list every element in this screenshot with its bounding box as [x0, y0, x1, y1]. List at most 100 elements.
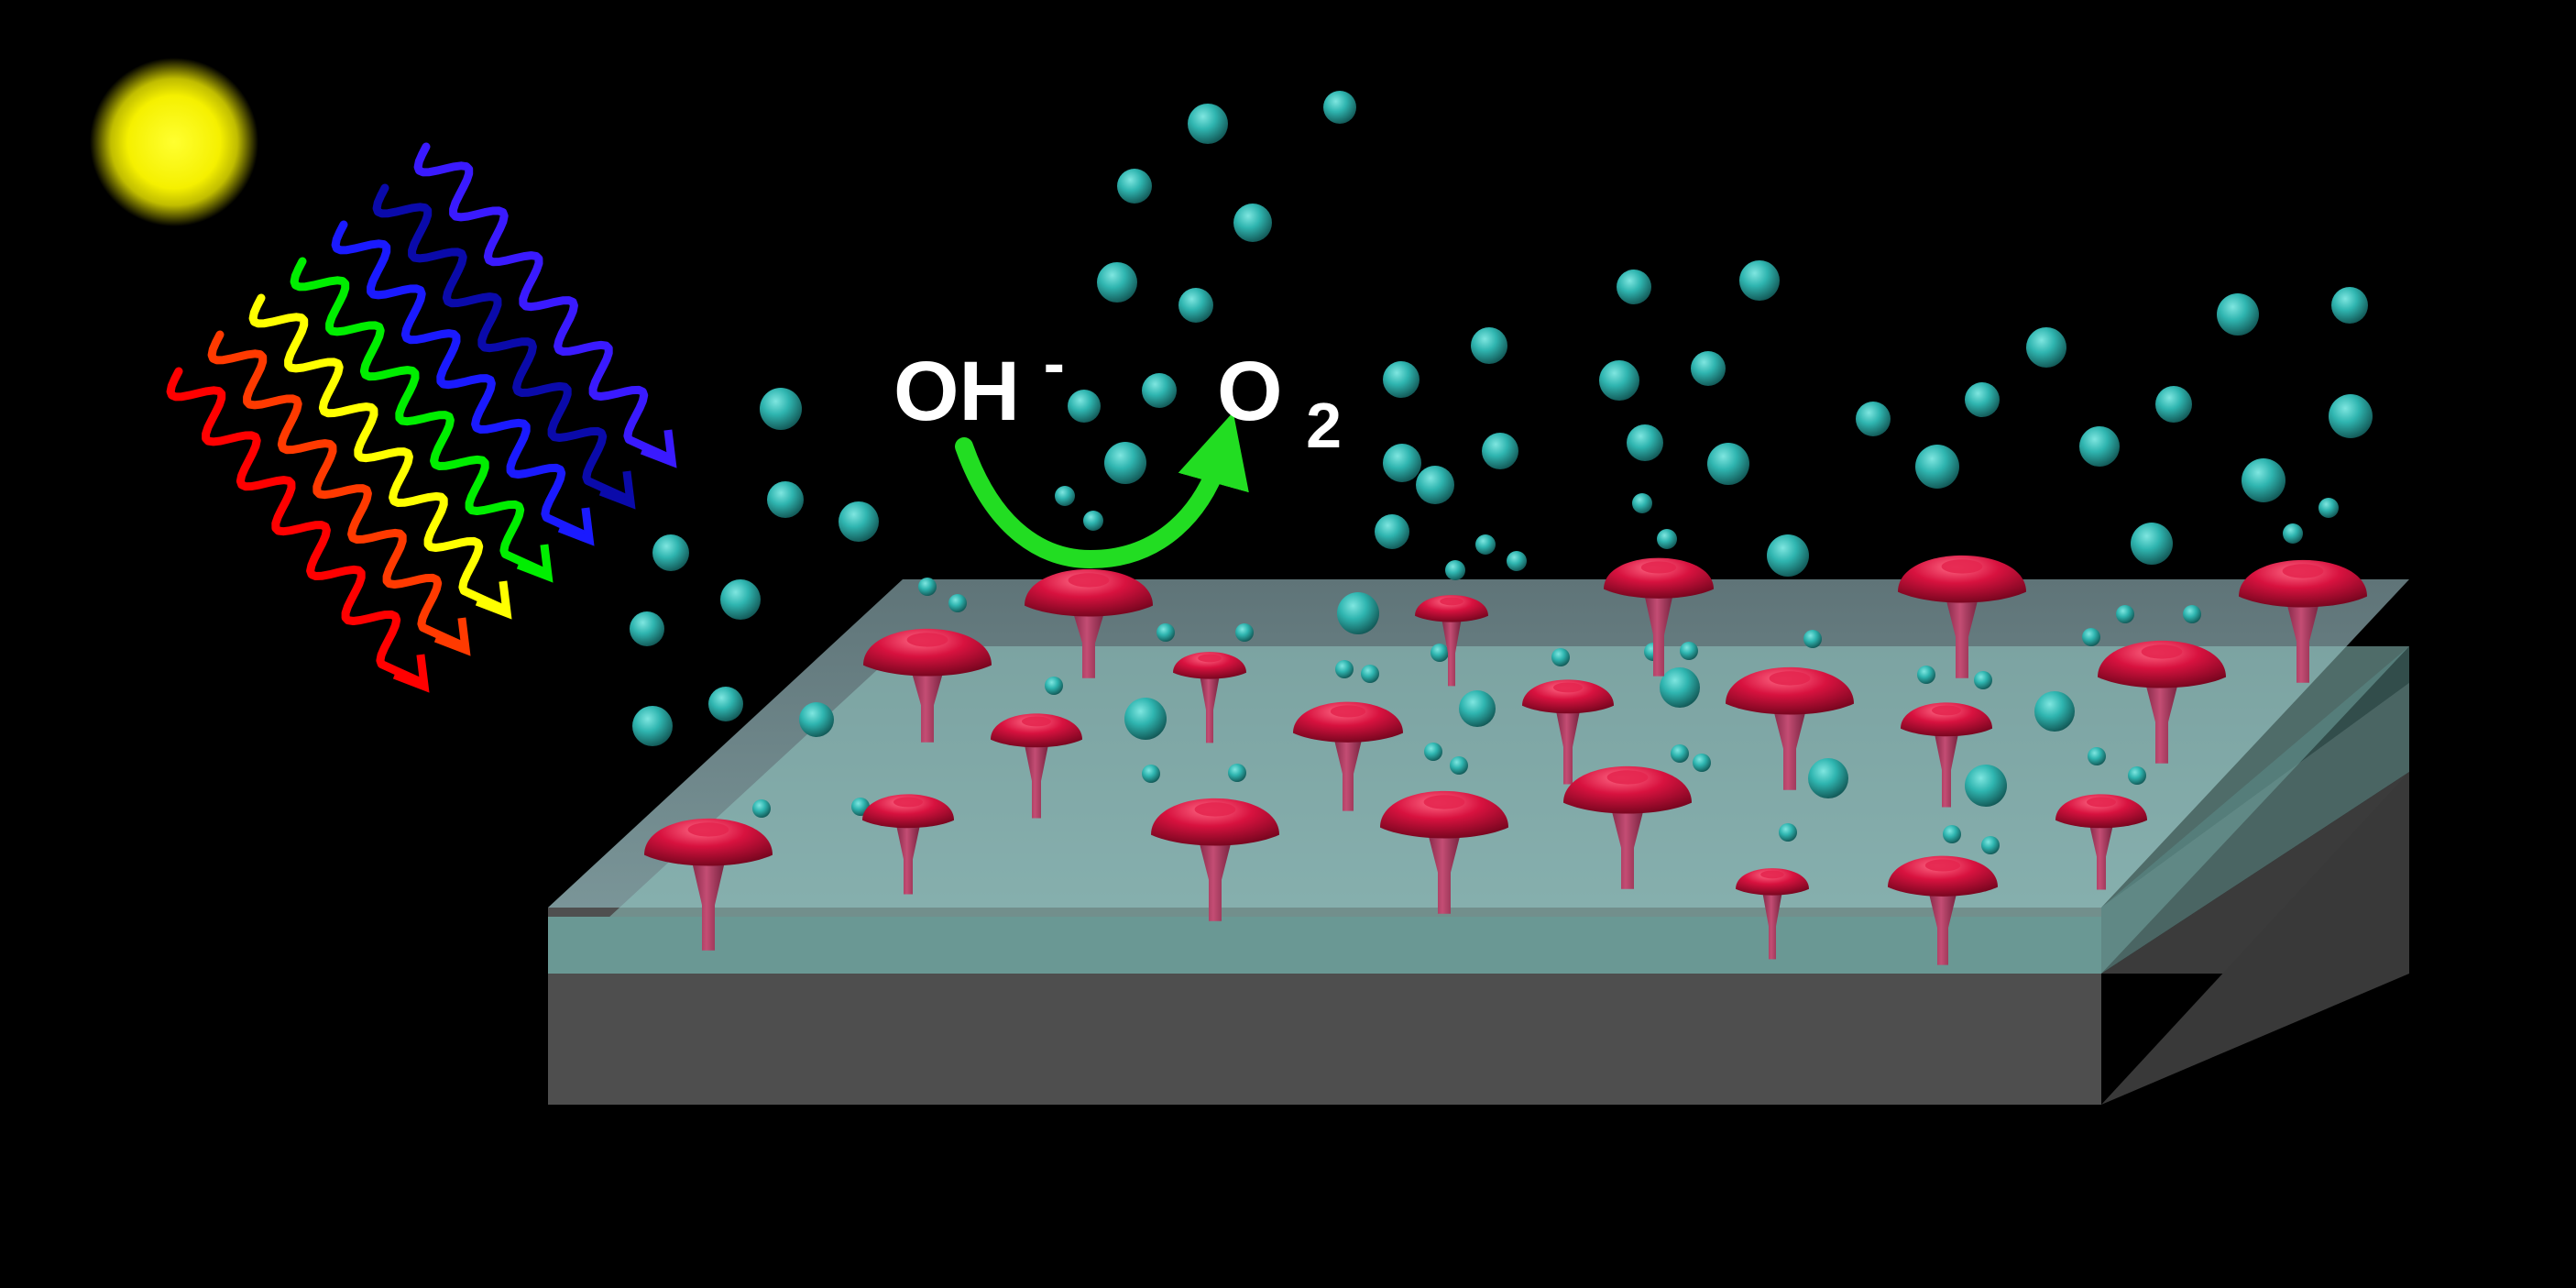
- catalyst-particle: [1898, 555, 2026, 678]
- catalyst-particle: [1293, 701, 1403, 811]
- catalyst-particle: [644, 818, 773, 951]
- oxygen-bubble: [2034, 691, 2075, 732]
- catalyst-particle: [1726, 666, 1854, 790]
- oxygen-bubble: [2155, 386, 2192, 423]
- small-bubble: [948, 594, 967, 612]
- oxygen-bubble: [1083, 511, 1103, 531]
- light-wave-arrowhead: [598, 470, 636, 510]
- oxygen-bubble: [1617, 270, 1651, 304]
- oxygen-bubble: [1337, 592, 1379, 634]
- oxygen-bubble: [1856, 402, 1891, 436]
- catalyst-particle: [1415, 595, 1488, 687]
- oxygen-bubble: [1965, 382, 2000, 417]
- oxygen-bubble: [652, 534, 689, 571]
- oxygen-bubble: [1097, 262, 1137, 303]
- small-bubble: [1335, 660, 1354, 678]
- oxygen-bubble: [1117, 169, 1152, 204]
- catalyst-particle: [1736, 868, 1809, 960]
- light-wave-icon: [372, 183, 631, 503]
- oxygen-bubble: [1188, 104, 1228, 144]
- oxygen-bubble: [2217, 293, 2259, 336]
- film-side: [2101, 646, 2409, 974]
- oxygen-bubble: [2329, 394, 2373, 438]
- product-base: O: [1217, 345, 1283, 438]
- small-bubble: [918, 578, 937, 596]
- small-bubble: [2128, 766, 2146, 785]
- small-bubble: [1045, 677, 1063, 695]
- catalyst-particle: [1563, 765, 1692, 889]
- small-bubble: [1228, 764, 1246, 782]
- light-wave-icon: [331, 220, 590, 540]
- small-bubble: [1693, 754, 1711, 772]
- small-bubble: [1424, 743, 1442, 761]
- light-waves: [166, 142, 677, 693]
- oxygen-bubble: [1416, 466, 1454, 504]
- oxygen-bubble: [767, 481, 804, 518]
- catalyst-particle: [1151, 798, 1279, 921]
- light-wave-arrowhead: [433, 617, 471, 656]
- light-wave-icon: [166, 367, 425, 687]
- oxygen-bubble: [839, 501, 879, 542]
- small-bubble: [1680, 642, 1698, 660]
- light-wave-icon: [413, 142, 673, 462]
- oxygen-bubble: [1965, 765, 2007, 807]
- small-bubble: [1779, 823, 1797, 842]
- small-bubble: [1803, 630, 1822, 648]
- small-bubble: [752, 799, 771, 818]
- small-bubble: [1450, 756, 1468, 775]
- catalyst-particle: [1901, 702, 1992, 808]
- oxygen-bubble: [1915, 445, 1959, 489]
- small-bubble: [2183, 605, 2201, 623]
- oxygen-bubble: [630, 611, 664, 646]
- oxygen-bubble: [1657, 529, 1677, 549]
- oxygen-bubble: [2318, 498, 2339, 518]
- oxygen-bubble: [720, 579, 761, 620]
- oxygen-bubble: [2131, 523, 2173, 565]
- oxygen-bubble: [1323, 91, 1356, 124]
- light-wave-icon: [290, 257, 549, 577]
- oxygen-bubble: [632, 706, 673, 746]
- oxygen-bubble: [1459, 690, 1496, 727]
- catalyst-particle: [1888, 855, 1998, 965]
- catalyst-particles: [644, 555, 2367, 965]
- substrate-base-side: [2101, 772, 2409, 1105]
- light-wave-arrowhead: [640, 429, 677, 468]
- oxygen-bubble: [1632, 493, 1652, 513]
- light-wave-arrowhead: [557, 507, 595, 546]
- oxygen-bubbles: [630, 91, 2373, 854]
- catalyst-particle: [863, 628, 992, 743]
- catalyst-particle: [2239, 559, 2367, 683]
- oxygen-bubble: [1507, 551, 1527, 571]
- small-bubble: [1431, 644, 1449, 662]
- oxygen-bubble: [708, 687, 743, 721]
- catalyst-particle: [1380, 790, 1508, 914]
- oxygen-bubble: [1627, 424, 1663, 461]
- small-bubble: [1974, 671, 1992, 689]
- oxygen-bubble: [1707, 443, 1749, 485]
- product-label: O 2: [1217, 345, 1342, 461]
- catalyst-particle: [2055, 794, 2147, 890]
- small-bubble: [2116, 605, 2134, 623]
- film-front-edge: [548, 917, 2101, 974]
- curved-arrow-icon: [955, 412, 1249, 569]
- reactant-base: OH: [893, 345, 1020, 438]
- light-wave-icon: [207, 330, 466, 650]
- small-bubble: [1156, 623, 1175, 642]
- oxygen-bubble: [2026, 327, 2066, 368]
- small-bubble: [1943, 825, 1961, 843]
- small-bubble: [2088, 747, 2106, 765]
- oxygen-bubble: [760, 388, 802, 430]
- small-bubble: [1142, 765, 1160, 783]
- catalyst-particle: [1025, 568, 1153, 678]
- catalyst-particle: [1604, 557, 1714, 677]
- oxygen-bubble: [1104, 442, 1146, 484]
- oxygen-bubble: [1767, 534, 1809, 577]
- oxygen-bubble: [2242, 458, 2286, 502]
- oxygen-bubble: [799, 702, 834, 737]
- reactant-charge: -: [1044, 327, 1065, 399]
- small-bubble: [1981, 836, 2000, 854]
- substrate-base: [548, 974, 2101, 1105]
- catalyst-particle: [2098, 640, 2226, 764]
- oxygen-bubble: [1739, 260, 1780, 301]
